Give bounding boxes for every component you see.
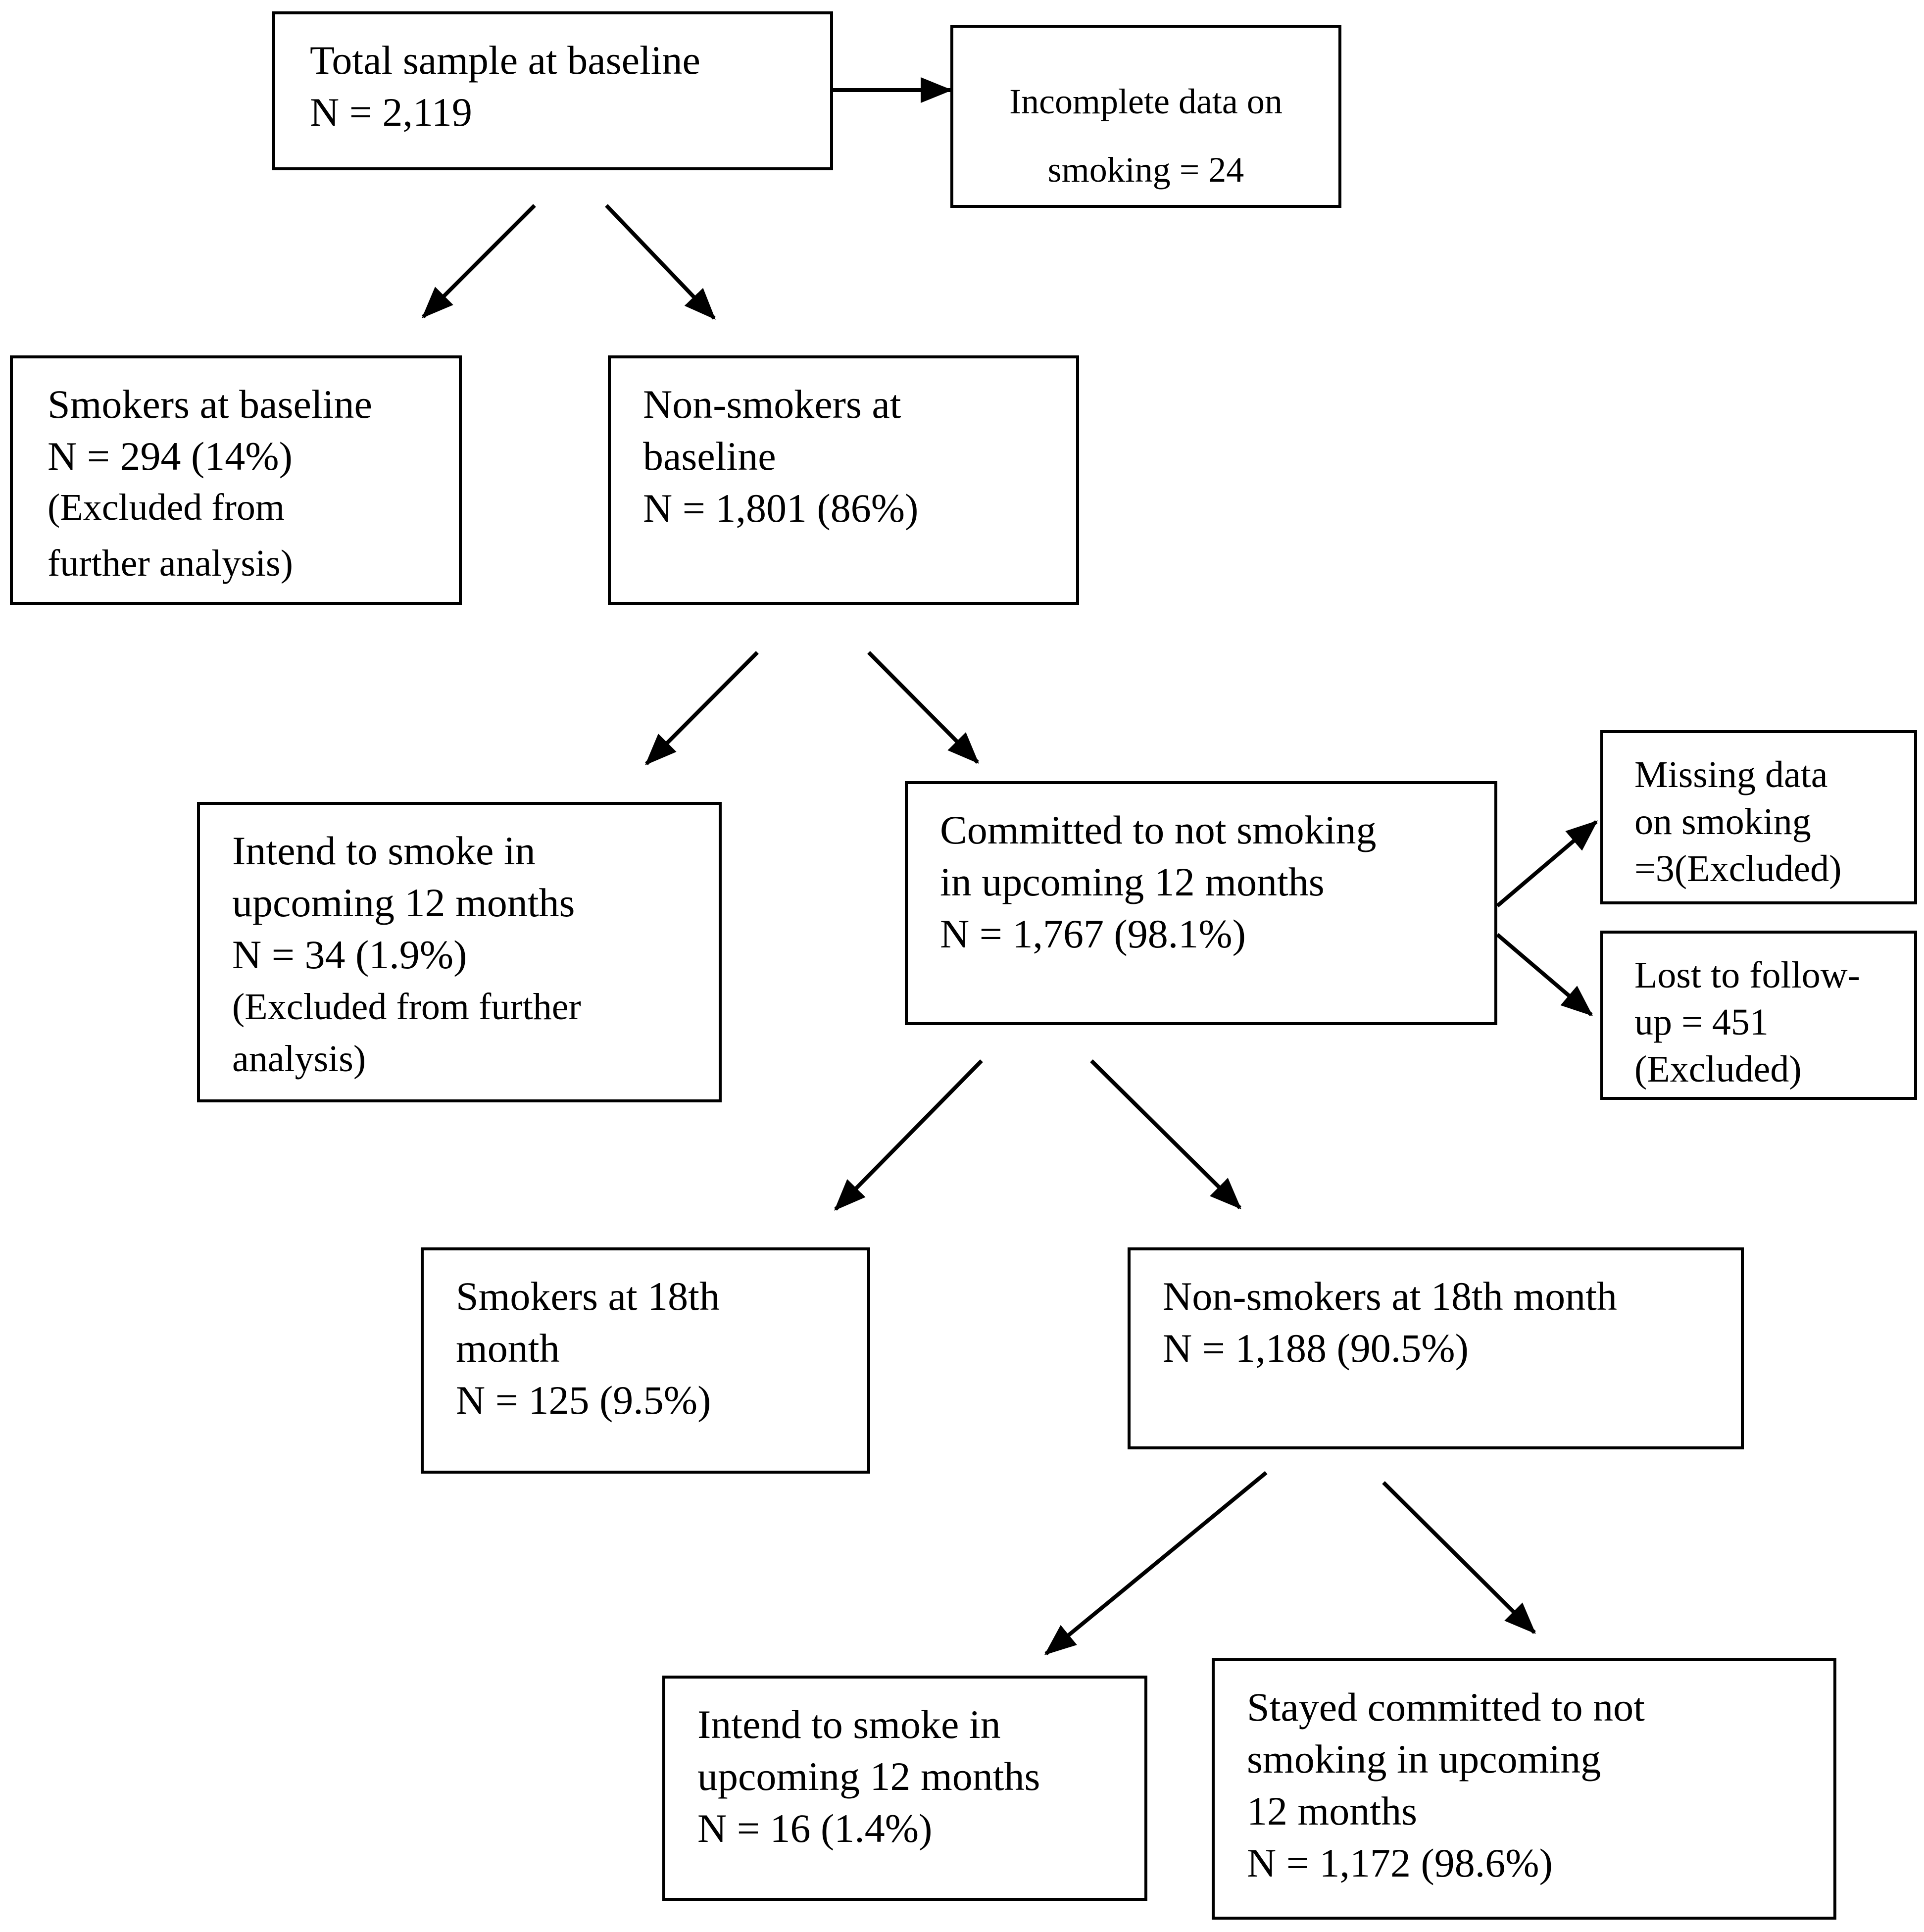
node-lost-followup: Lost to follow- up = 451 (Excluded) [1600, 931, 1917, 1100]
arrow-committed-to-nonsmokers-18m [1090, 1059, 1241, 1209]
node-text-line: baseline [643, 434, 776, 479]
node-text-line: up = 451 [1634, 1001, 1769, 1043]
node-text-line: Total sample at baseline [310, 38, 700, 83]
node-text-line: Intend to smoke in [697, 1702, 1001, 1747]
node-text-line: (Excluded from further [232, 986, 581, 1028]
node-smokers-18th-month: Smokers at 18th month N = 125 (9.5%) [421, 1247, 870, 1474]
node-missing-data: Missing data on smoking =3(Excluded) [1600, 730, 1917, 904]
node-text-line: (Excluded from [48, 487, 285, 528]
node-text-line: N = 1,801 (86%) [643, 486, 919, 531]
node-total-baseline: Total sample at baseline N = 2,119 [272, 11, 833, 170]
node-text-line: Non-smokers at [643, 382, 901, 427]
node-text-line: Lost to follow- [1634, 954, 1860, 996]
arrow-nonsmokers-18m-to-intend [1044, 1471, 1268, 1656]
node-text-line: further analysis) [48, 543, 293, 584]
node-text-line: N = 294 (14%) [48, 434, 293, 479]
node-text-line: on smoking [1634, 801, 1811, 842]
node-text-line: Missing data [1634, 754, 1828, 795]
node-text-line: upcoming 12 months [697, 1754, 1040, 1799]
node-incomplete-data: Incomplete data on smoking = 24 [950, 25, 1341, 208]
node-text-line: 12 months [1247, 1788, 1417, 1833]
node-intend-smoke-first: Intend to smoke in upcoming 12 months N … [197, 802, 722, 1102]
node-text-line: month [456, 1326, 560, 1371]
node-stayed-committed: Stayed committed to not smoking in upcom… [1212, 1658, 1836, 1920]
node-text-line: =3(Excluded) [1634, 848, 1842, 890]
node-text-line: N = 1,172 (98.6%) [1247, 1840, 1553, 1885]
node-text-line: Smokers at baseline [48, 382, 372, 427]
arrow-total-to-nonsmokers [605, 204, 716, 320]
node-smokers-baseline: Smokers at baseline N = 294 (14%) (Exclu… [10, 355, 462, 605]
node-text-line: N = 1,188 (90.5%) [1163, 1326, 1469, 1371]
node-committed-not-smoking: Committed to not smoking in upcoming 12 … [905, 781, 1497, 1025]
node-text-line: analysis) [232, 1038, 366, 1080]
arrow-nonsmokers-18m-to-stayed [1382, 1481, 1536, 1634]
node-text-line: Smokers at 18th [456, 1274, 720, 1319]
node-text-line: N = 125 (9.5%) [456, 1378, 711, 1423]
node-text-line: N = 34 (1.9%) [232, 932, 467, 977]
arrow-committed-to-smokers-18m [834, 1059, 983, 1211]
node-text-line: Intend to smoke in [232, 828, 536, 873]
node-text-line: N = 16 (1.4%) [697, 1806, 933, 1851]
node-text-line: N = 1,767 (98.1%) [940, 911, 1246, 956]
node-text-line: smoking = 24 [1047, 150, 1244, 190]
node-text-line: N = 2,119 [310, 90, 472, 135]
node-text-line: Committed to not smoking [940, 807, 1377, 852]
arrow-nonsmokers-to-committed [867, 651, 979, 764]
arrow-total-to-smokers [422, 204, 536, 318]
node-text-line: Incomplete data on [1009, 82, 1283, 121]
node-text-line: upcoming 12 months [232, 880, 575, 925]
arrow-committed-to-missing [1496, 820, 1598, 908]
node-text-line: (Excluded) [1634, 1048, 1802, 1090]
node-intend-smoke-second: Intend to smoke in upcoming 12 months N … [662, 1676, 1147, 1901]
node-nonsmokers-baseline: Non-smokers at baseline N = 1,801 (86%) [608, 355, 1079, 605]
node-nonsmokers-18th-month: Non-smokers at 18th month N = 1,188 (90.… [1128, 1247, 1744, 1449]
arrow-committed-to-lost [1496, 933, 1593, 1017]
node-text-line: Non-smokers at 18th month [1163, 1274, 1617, 1319]
node-text-line: in upcoming 12 months [940, 859, 1325, 904]
node-text-line: smoking in upcoming [1247, 1736, 1601, 1782]
arrow-nonsmokers-to-intend [645, 651, 759, 765]
node-text-line: Stayed committed to not [1247, 1684, 1645, 1730]
